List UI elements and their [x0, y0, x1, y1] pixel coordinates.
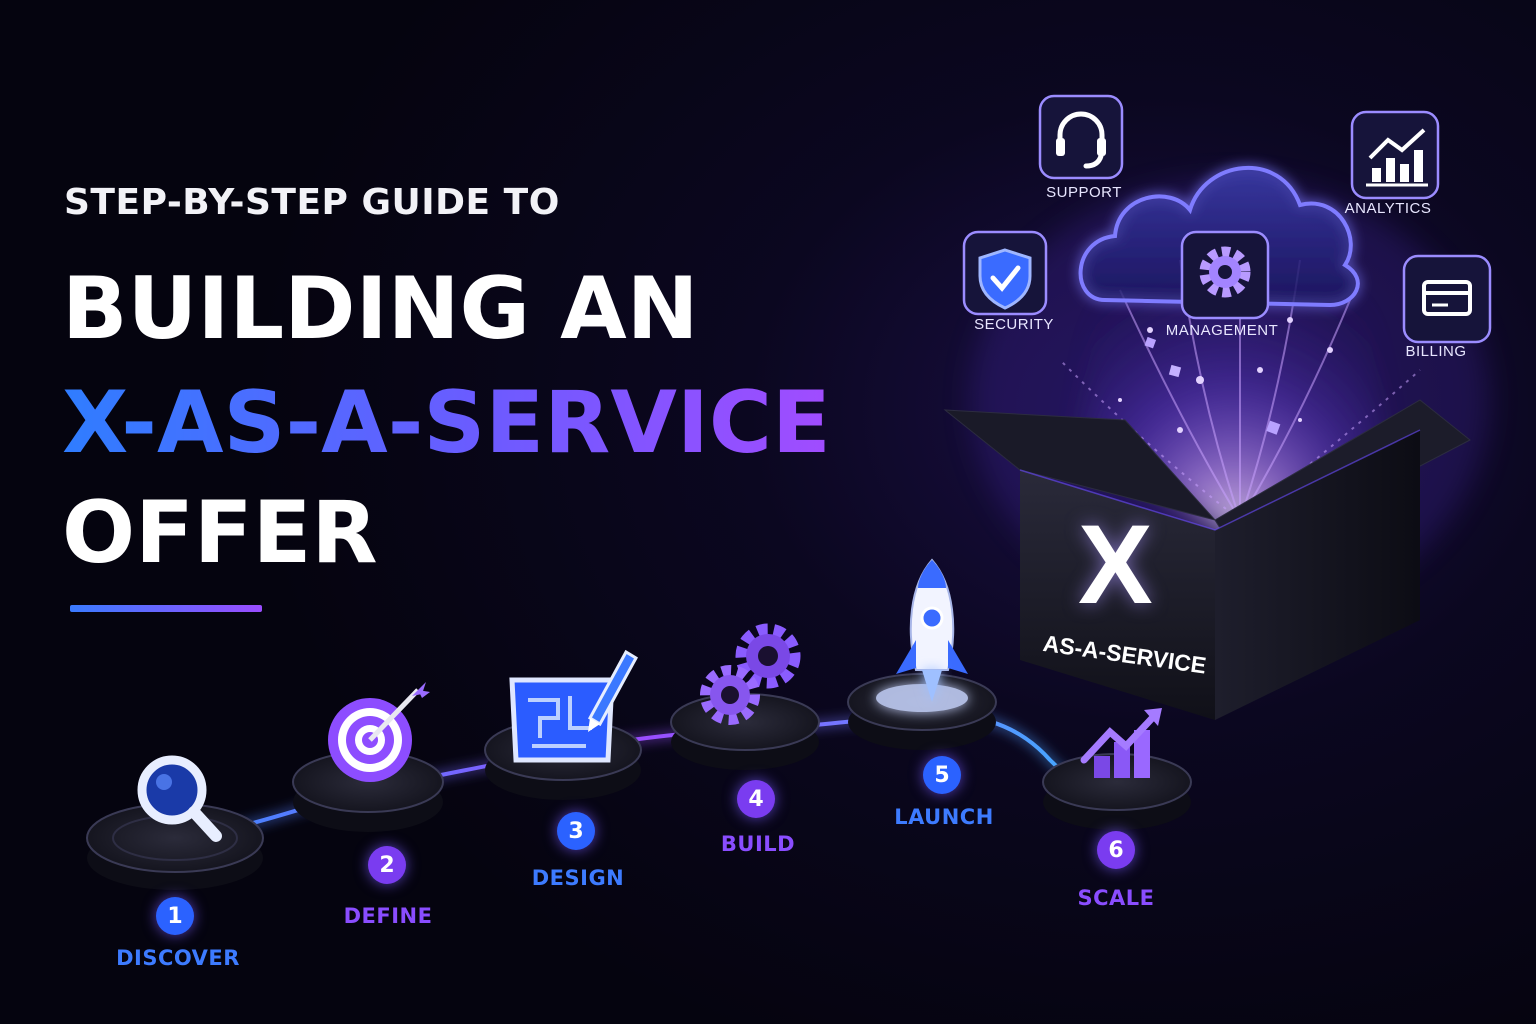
podiums	[86, 673, 1192, 890]
service-label-analytics: ANALYTICS	[1344, 200, 1432, 217]
title-line-2: X-AS-A-SERVICE	[62, 373, 831, 473]
step-number-4: 4	[737, 780, 775, 818]
title-line-1: BUILDING AN	[62, 259, 699, 359]
box-letter: X	[1078, 502, 1153, 627]
service-label-support: SUPPORT	[1046, 184, 1122, 201]
card-icon	[1422, 280, 1472, 316]
target-icon	[328, 682, 430, 782]
kicker-text: STEP-BY-STEP GUIDE TO	[64, 182, 560, 223]
title-line-3: OFFER	[62, 483, 378, 583]
step-number-5: 5	[923, 756, 961, 794]
service-label-security: SECURITY	[974, 316, 1054, 333]
step-number-6: 6	[1097, 831, 1135, 869]
step-number-1: 1	[156, 897, 194, 935]
gears-icon	[700, 623, 801, 725]
growth-chart-icon	[1080, 708, 1162, 778]
service-label-management: MANAGEMENT	[1165, 322, 1279, 339]
step-label-build: BUILD	[720, 832, 796, 856]
service-label-billing: BILLING	[1405, 343, 1467, 360]
step-label-design: DESIGN	[531, 866, 625, 890]
step-number-2: 2	[368, 846, 406, 884]
step-label-scale: SCALE	[1077, 886, 1155, 910]
step-label-launch: LAUNCH	[894, 805, 994, 829]
shield-check-icon	[978, 248, 1032, 310]
title-underline	[70, 605, 262, 612]
blueprint-icon	[509, 649, 639, 763]
step-number-3: 3	[557, 812, 595, 850]
analytics-icon	[1366, 128, 1428, 187]
gear-icon	[1199, 246, 1251, 298]
headset-icon	[1056, 111, 1106, 169]
magnifier-icon	[137, 755, 222, 842]
service-box	[943, 399, 1471, 720]
step-label-discover: DISCOVER	[116, 946, 240, 970]
step-label-define: DEFINE	[343, 904, 433, 928]
sparkles	[1118, 317, 1333, 435]
rocket-icon	[876, 558, 968, 712]
